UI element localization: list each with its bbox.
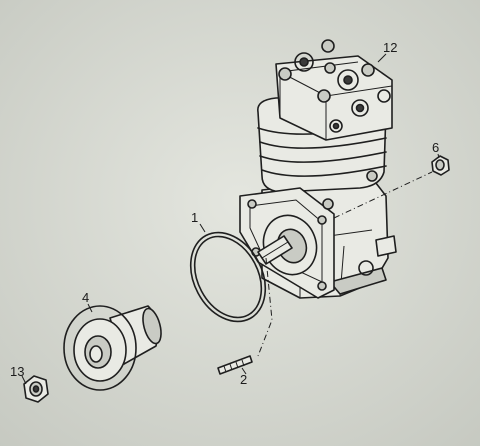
callout-nut-small: 6	[432, 140, 439, 155]
callout-gear: 4	[82, 290, 89, 305]
callout-nut: 13	[10, 364, 24, 379]
callout-labels: 1 2 4 6 12 13	[10, 40, 439, 387]
callout-gasket: 1	[191, 210, 198, 225]
stud-bolt	[217, 355, 253, 375]
gasket-ring	[189, 231, 267, 323]
head-bolts	[278, 39, 375, 103]
head-ports	[294, 52, 391, 133]
hex-nut-large	[23, 375, 49, 403]
drive-gear	[63, 305, 162, 391]
callout-stud: 2	[240, 372, 247, 387]
callout-compressor: 12	[383, 40, 397, 55]
hex-nut-small	[431, 155, 450, 176]
compressor-assembly	[239, 39, 397, 299]
leader-lines	[21, 53, 440, 385]
